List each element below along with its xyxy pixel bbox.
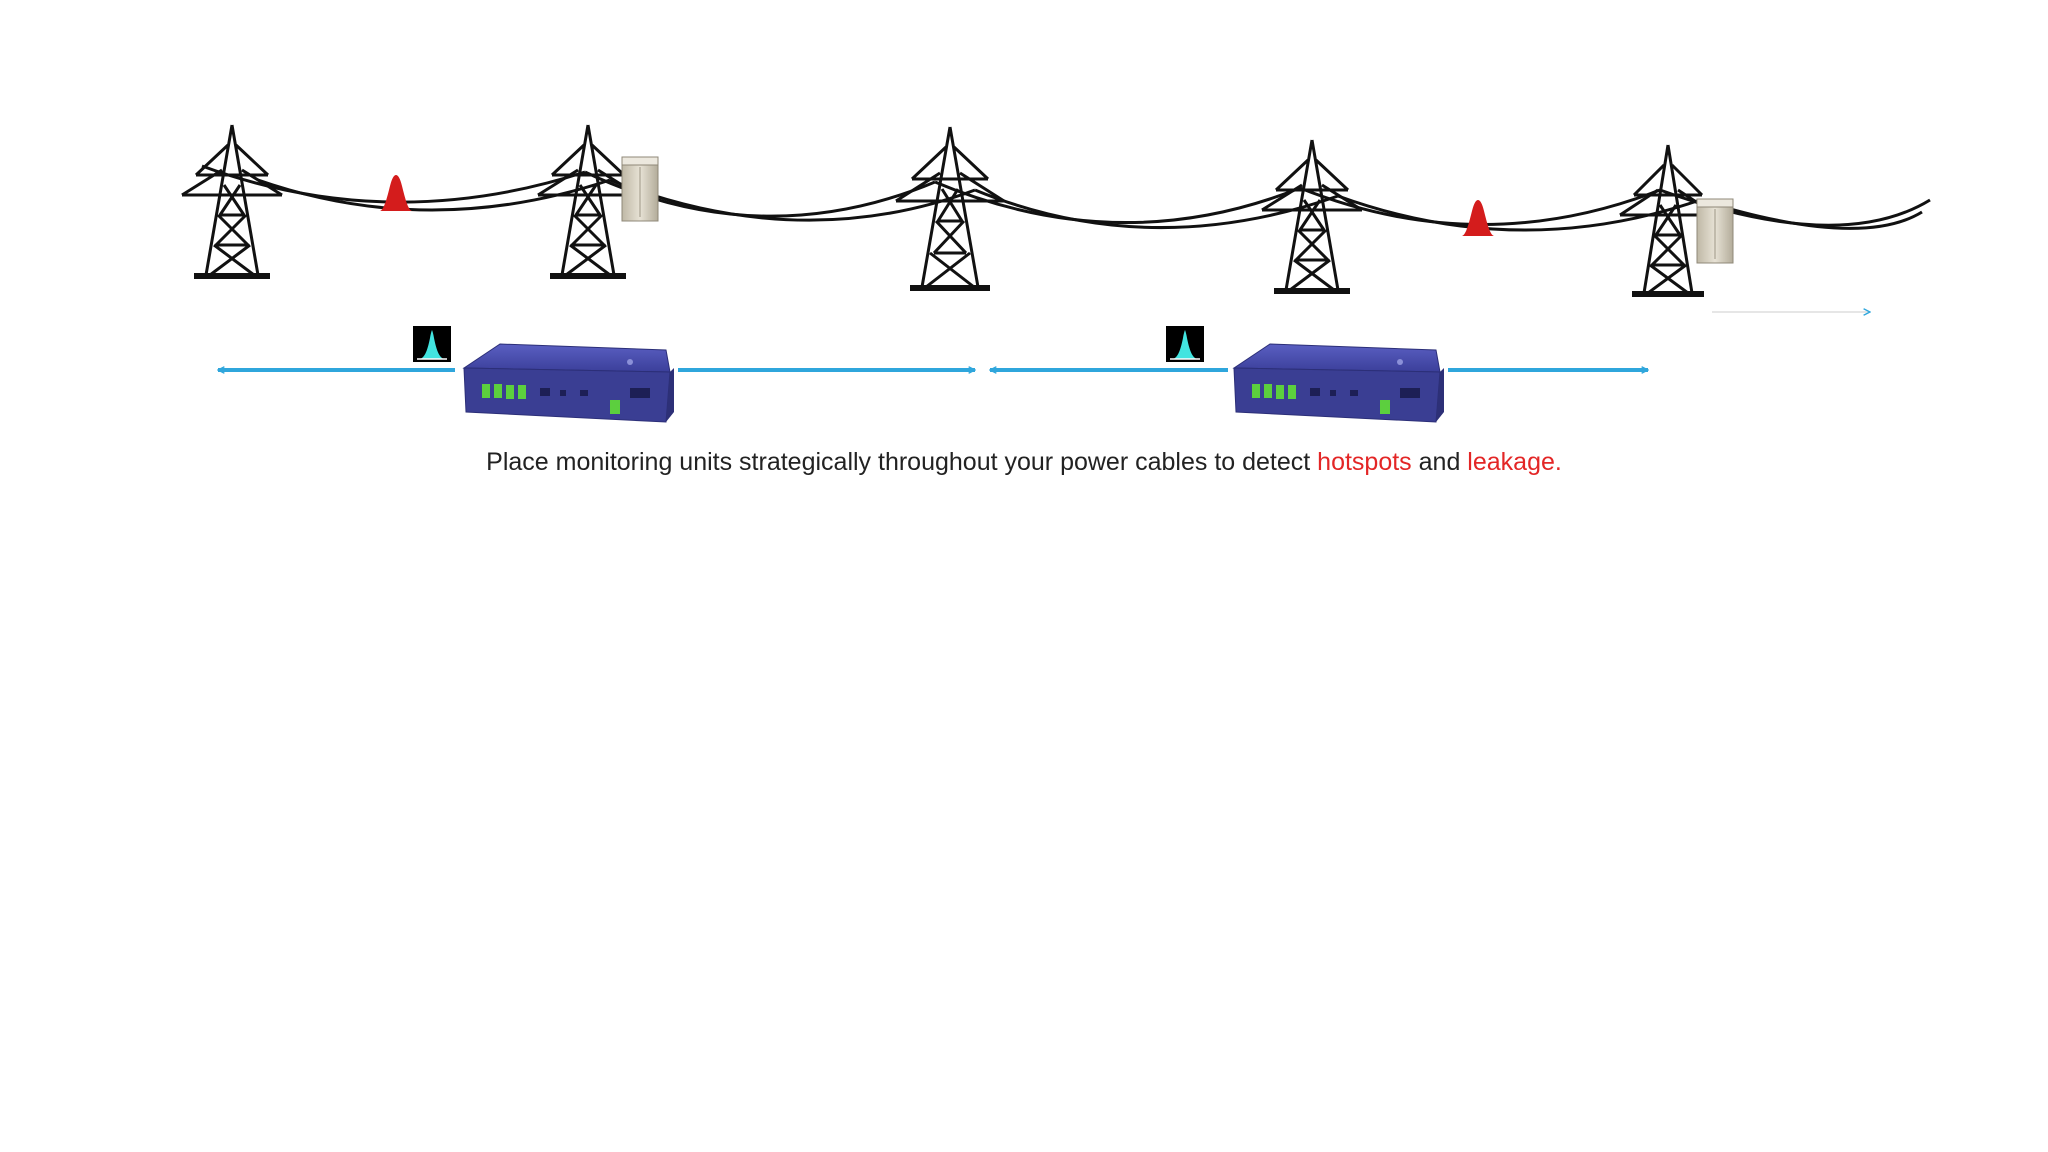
equipment-cabinets <box>621 156 1734 264</box>
caption-text-before: Place monitoring units strategically thr… <box>486 448 1318 476</box>
cable-span-5-lower <box>1699 198 1923 230</box>
tower-icon <box>537 124 639 279</box>
cable-span-2-lower <box>609 178 976 222</box>
caption-highlight-leakage: leakage <box>1467 448 1555 476</box>
tower-icon <box>1261 139 1363 294</box>
hotspot-peak-icon <box>380 175 412 211</box>
transmission-towers <box>181 124 1717 297</box>
cable-span-4-lower <box>1337 194 1701 232</box>
monitoring-units <box>462 343 1444 423</box>
monitoring-unit-icon <box>1232 343 1444 423</box>
cabinet-icon <box>1696 198 1734 264</box>
tower-icon <box>1619 144 1717 297</box>
signal-icons <box>413 326 1204 362</box>
tower-icon <box>181 124 283 279</box>
hotspot-markers <box>380 175 1494 236</box>
caption-highlight-hotspots: hotspots <box>1317 448 1412 476</box>
diagram-caption: Place monitoring units strategically thr… <box>0 448 2048 477</box>
tower-icon <box>895 126 1005 291</box>
cabinet-icon <box>621 156 659 222</box>
signal-peak-icon <box>413 326 451 362</box>
caption-text-middle: and <box>1411 448 1468 476</box>
caption-text-after: . <box>1554 448 1562 476</box>
monitoring-unit-icon <box>462 343 674 423</box>
signal-peak-icon <box>1166 326 1204 362</box>
hotspot-peak-icon <box>1462 200 1494 236</box>
